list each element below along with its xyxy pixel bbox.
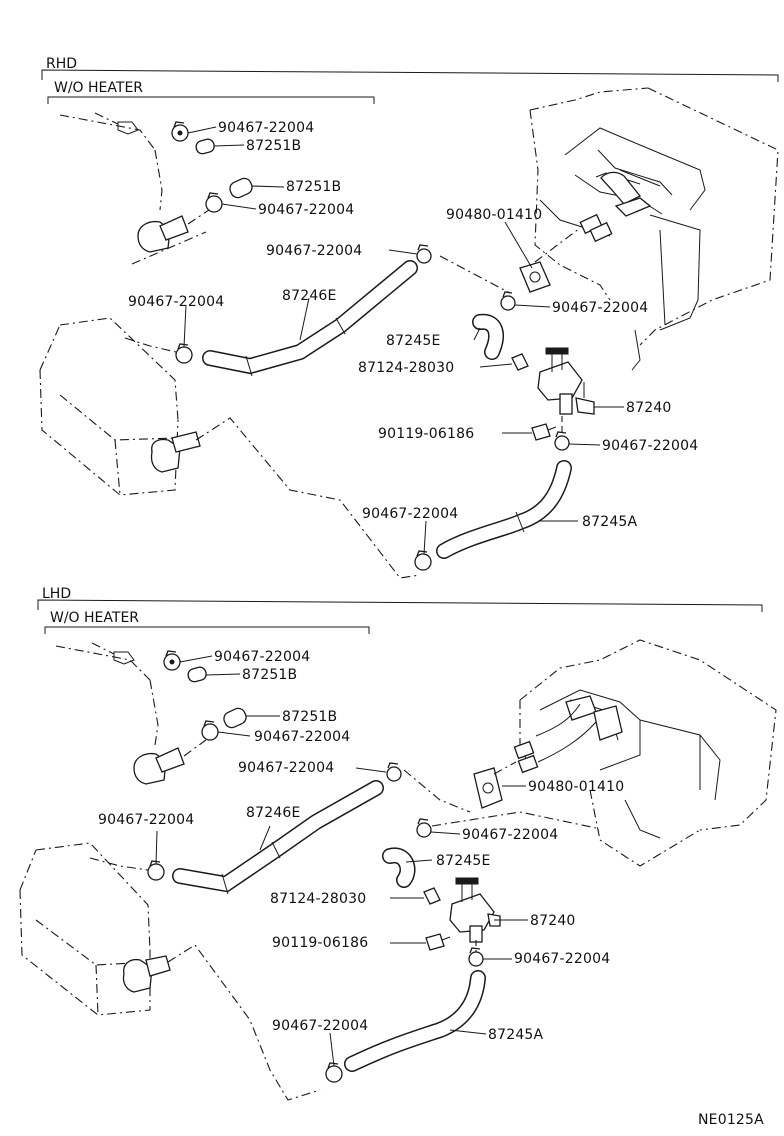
rhd-clamp-h-shape [414,550,432,571]
lhd-part-label-hose-e: 87246E [246,805,301,821]
lhd-part-label-clamp-b: 90467-22004 [254,729,351,745]
lhd-section-title: LHD [42,586,72,602]
rhd-part-label-clamp-f: 87124-28030 [358,360,455,376]
lhd-clamp-d-shape [89,857,165,881]
rhd-part-label-clamp-a: 90467-22004 [218,120,315,136]
lhd-part-label-clamp-d: 90467-22004 [98,812,195,828]
lhd-heater-unit [513,639,777,867]
rhd-section-title: RHD [46,56,78,72]
lhd-part-label-clamp-g: 90467-22004 [514,951,611,967]
rhd-clamp-f-shape [511,353,529,371]
rhd-engine-block [39,317,421,579]
lhd-part-label-hose-f: 87245E [436,853,491,869]
lhd-valve-shape [449,877,501,943]
lhd-part-label-clamp-h: 90467-22004 [272,1018,369,1034]
lhd-hose-a-shape [187,666,207,683]
lhd-heater-pipe-left [55,642,207,785]
rhd-part-label-clamp-b: 90467-22004 [258,202,355,218]
rhd-hose-e-shape [202,260,418,377]
rhd-clamp-e-shape [124,337,193,364]
rhd-section-subtitle: W/O HEATER [54,80,144,96]
rhd-part-label-hose-f: 87245E [386,333,441,349]
rhd-part-label-clamp-c: 90467-22004 [552,300,649,316]
lhd-part-label-clamp-e: 90467-22004 [462,827,559,843]
rhd-part-label-clamp-d: 90467-22004 [266,243,363,259]
lhd-part-label-gasket: 90480-01410 [528,779,625,795]
rhd-valve-shape [537,347,595,415]
rhd-hose-f-shape [472,313,504,360]
lhd-clamp-b-shape [201,720,219,741]
lhd-part-label-clamp-a: 90467-22004 [214,649,311,665]
lhd-hose-g-shape [344,970,486,1072]
rhd-section-artwork [39,69,779,579]
lhd-bolt-shape [425,933,451,951]
lhd-part-label-hose-b: 87251B [282,709,338,725]
rhd-hose-a-shape [195,138,215,155]
lhd-part-label-clamp-c: 90467-22004 [238,760,335,776]
rhd-heater-unit [529,87,779,371]
rhd-leader-lines [183,126,624,555]
lhd-clamp-a-shape [163,650,181,671]
lhd-part-label-valve: 87240 [530,913,576,929]
lhd-engine-block [19,842,321,1101]
lhd-hose-b-shape [223,707,247,729]
rhd-part-label-hose-a: 87251B [246,138,302,154]
lhd-part-label-hose-a: 87251B [242,667,298,683]
rhd-part-label-clamp-h: 90467-22004 [362,506,459,522]
lhd-section-artwork [19,599,777,1101]
rhd-clamp-g-shape [554,416,570,451]
rhd-hose-b-shape [229,177,253,199]
rhd-part-label-hose-g: 87245A [582,514,638,530]
diagram-code: NE0125A [698,1112,764,1128]
rhd-gasket-shape [519,227,581,293]
rhd-part-label-valve: 87240 [626,400,672,416]
lhd-part-label-hose-g: 87245A [488,1027,544,1043]
lhd-gasket-shape [473,761,517,809]
lhd-clamp-c-shape [386,762,471,813]
lhd-hose-f-shape [382,847,416,888]
rhd-part-label-clamp-e: 90467-22004 [128,294,225,310]
rhd-part-label-bolt: 90119-06186 [378,426,475,442]
lhd-leader-lines [155,655,528,1067]
rhd-clamp-a-shape [171,121,189,142]
rhd-clamp-c-shape [500,291,516,311]
rhd-clamp-b-shape [205,192,223,213]
rhd-part-label-clamp-g: 90467-22004 [602,438,699,454]
lhd-clamp-f-shape [423,887,441,905]
lhd-section-bracket [37,599,763,612]
lhd-clamp-e-shape [416,811,597,838]
rhd-heater-pipe-left [59,112,213,265]
lhd-part-label-bolt: 90119-06186 [272,935,369,951]
rhd-part-label-hose-e: 87246E [282,288,337,304]
lhd-part-label-clamp-f: 87124-28030 [270,891,367,907]
lhd-section-subtitle: W/O HEATER [50,610,140,626]
rhd-clamp-d-shape [416,244,511,294]
rhd-section-bracket [41,69,779,82]
lhd-clamp-g-shape [468,940,484,967]
rhd-bolt-shape [531,423,557,441]
rhd-wo-heater-bracket [47,96,375,104]
lhd-wo-heater-bracket [44,626,370,634]
rhd-part-label-gasket: 90480-01410 [446,207,543,223]
rhd-hose-g-shape [436,460,572,559]
rhd-part-label-hose-b: 87251B [286,179,342,195]
lhd-hose-e-shape [172,780,384,895]
